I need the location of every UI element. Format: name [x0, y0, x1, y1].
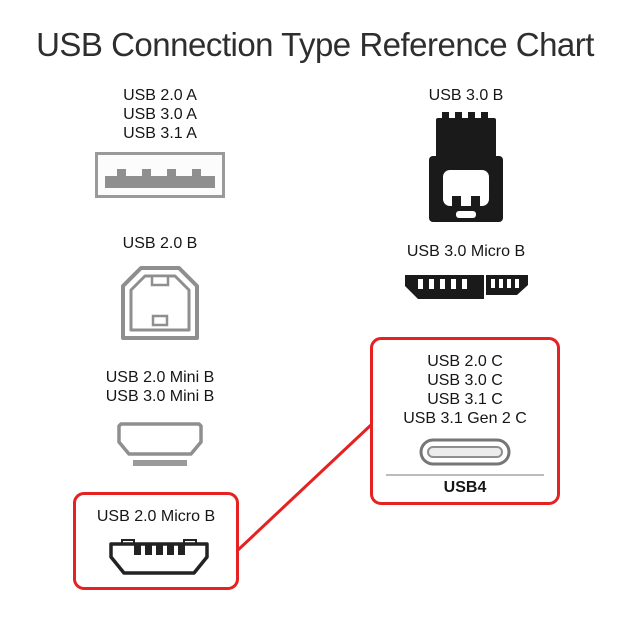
micro-b2-labels: USB 2.0 Micro B	[76, 495, 236, 526]
usb4-divider	[386, 474, 544, 476]
usb-b2-label: USB 2.0 B	[122, 235, 198, 252]
highlight-box-micro-b: USB 2.0 Micro B	[73, 492, 239, 590]
mini-b-label-1: USB 2.0 Mini B	[105, 369, 215, 386]
micro-b-connector-icon	[106, 539, 212, 577]
highlight-box-usb-c: USB 2.0 C USB 3.0 C USB 3.1 C USB 3.1 Ge…	[370, 337, 560, 505]
usb-a-label-1: USB 2.0 A	[123, 87, 197, 104]
micro-b3-label: USB 3.0 Micro B	[406, 243, 526, 260]
usb-a-labels: USB 2.0 A USB 3.0 A USB 3.1 A	[60, 86, 260, 143]
usb-c-labels: USB 2.0 C USB 3.0 C USB 3.1 C USB 3.1 Ge…	[373, 340, 557, 428]
micro-b3-labels: USB 3.0 Micro B	[366, 242, 566, 261]
usb-c-label-1: USB 2.0 C	[427, 353, 503, 370]
micro-b2-label: USB 2.0 Micro B	[96, 508, 216, 525]
mini-b-labels: USB 2.0 Mini B USB 3.0 Mini B	[60, 368, 260, 406]
mini-b-connector-icon	[116, 422, 204, 468]
usb-c-connector-icon	[419, 438, 511, 466]
usb4-label: USB4	[443, 479, 487, 496]
usb-b3-labels: USB 3.0 B	[366, 86, 566, 105]
usb-a-connector-icon	[95, 152, 225, 198]
usb-a-label-2: USB 3.0 A	[123, 106, 197, 123]
mini-b-label-2: USB 3.0 Mini B	[105, 388, 215, 405]
usb3-micro-b-connector-icon	[402, 274, 530, 304]
usb-c-label-2: USB 3.0 C	[427, 372, 503, 389]
usb-c-label-4: USB 3.1 Gen 2 C	[403, 410, 527, 427]
usb-b2-labels: USB 2.0 B	[60, 234, 260, 253]
usb-b3-label: USB 3.0 B	[428, 87, 504, 104]
usb-a-label-3: USB 3.1 A	[123, 125, 197, 142]
usb3-b-connector-icon	[428, 112, 504, 224]
chart-title: USB Connection Type Reference Chart	[36, 26, 594, 63]
usb-b-connector-icon	[121, 266, 199, 340]
usb-c-label-3: USB 3.1 C	[427, 391, 503, 408]
